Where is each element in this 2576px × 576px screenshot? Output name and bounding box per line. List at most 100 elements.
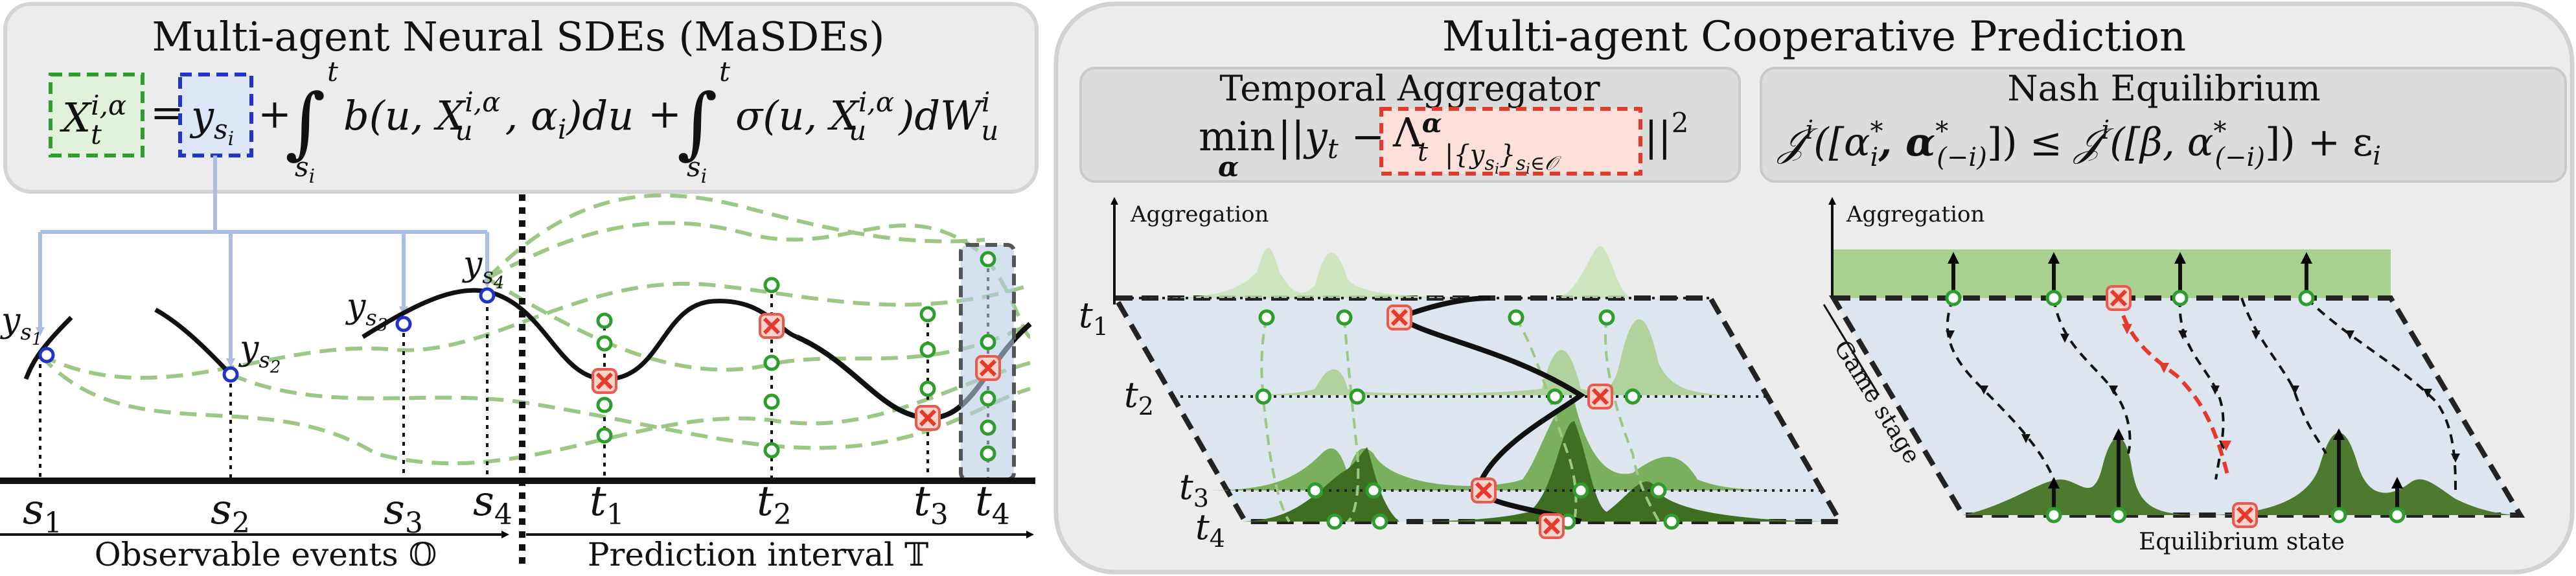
- agg-red-markers: [1386, 305, 1613, 539]
- eq-diffusion: σ(u, X: [735, 92, 860, 139]
- nash-axis-label: Aggregation: [1846, 202, 1984, 227]
- left-panel: Multi-agent Neural SDEs (MaSDEs) Xi,α t …: [0, 2, 1039, 573]
- tick-s2: s2: [211, 486, 250, 540]
- aggregator-title: Temporal Aggregator: [1219, 68, 1600, 109]
- svg-text:||2: ||2: [1644, 107, 1689, 160]
- aggregate-markers: [592, 313, 1001, 431]
- eq-diff-end: )dW: [897, 92, 984, 139]
- tick-s1: s1: [23, 486, 62, 540]
- agg-bar-sub-i: i: [1495, 161, 1499, 178]
- agg-bar-sub-s: s: [1485, 152, 1495, 175]
- agg-square: 2: [1672, 107, 1689, 139]
- eq-int2-lower: s: [687, 151, 701, 183]
- observed-curves: [23, 288, 1032, 421]
- agg-min-sub: α: [1218, 151, 1239, 183]
- deviation-path: [2117, 297, 2231, 480]
- equilibrium-distribution: [1963, 432, 2520, 515]
- eq-int1-upper: t: [327, 56, 338, 87]
- eq-diff-sub: u: [849, 115, 866, 146]
- svg-text:|{ysi}si∈𝒪: |{ysi}si∈𝒪: [1445, 140, 1561, 178]
- nash-up-arrows: [1948, 252, 2403, 515]
- agg-lambda: Λ: [1392, 109, 1423, 156]
- svg-text:si: si: [687, 151, 707, 188]
- nash-box: [1760, 67, 2567, 183]
- dist-t2: [1166, 319, 1749, 395]
- dist-t1: [1127, 246, 1710, 298]
- right-panel: Multi-agent Cooperative Prediction Tempo…: [1053, 1, 2575, 575]
- svg-text:Λα: Λα: [1392, 108, 1442, 156]
- equilibrium-label: Equilibrium state: [2139, 529, 2345, 555]
- prediction-samples: [596, 251, 996, 462]
- eq-drift: b(u, X: [343, 92, 466, 139]
- eq-int2-lower-sub: i: [701, 165, 707, 188]
- agg-min: min: [1199, 113, 1276, 160]
- agg-axis-label: Aggregation: [1130, 202, 1269, 227]
- nash-path-arrows: [1946, 330, 2460, 463]
- eq-x: X: [60, 94, 93, 141]
- eq-int2-upper: t: [719, 56, 730, 87]
- agg-bar-sub-set: s: [1515, 152, 1525, 175]
- agg-t1: t1: [1079, 295, 1109, 341]
- eq-drift-alpha-sub: i: [558, 113, 566, 145]
- agg-bar-sub-set-i: i: [1526, 161, 1530, 178]
- tick-t3: t3: [914, 478, 949, 531]
- aggregator-3d-plot: Aggregation: [1079, 197, 1845, 553]
- tick-s3: s3: [384, 486, 423, 540]
- aggregator-equation: min α ||yt − Λα t |{ysi}si∈𝒪 ||2: [1199, 107, 1689, 183]
- right-title: Multi-agent Cooperative Prediction: [1442, 13, 2186, 61]
- connector-tree: [36, 156, 492, 367]
- agg-bar-sub-set-in: ∈𝒪: [1530, 152, 1561, 175]
- agg-sample-dots: [1255, 309, 1680, 530]
- eq-y-sub: s: [214, 113, 228, 145]
- agg-agent-paths: [1260, 317, 1660, 523]
- agg-time-rows: [1116, 297, 1821, 492]
- svg-text:Xi,α: Xi,α: [60, 89, 126, 141]
- eq-drift-sub: u: [455, 115, 473, 146]
- nash-3d-plot: Aggregation: [1823, 197, 2525, 555]
- eq-int1-lower: s: [295, 151, 309, 183]
- eq-y: y: [189, 92, 214, 139]
- nash-title: Nash Equilibrium: [2007, 68, 2320, 109]
- eq-drift-tail: , α: [505, 92, 558, 139]
- left-header-box: [3, 2, 1039, 194]
- tick-t1: t1: [590, 478, 625, 531]
- agg-lambda-sub: t: [1418, 137, 1429, 167]
- point-label-2: ys2: [238, 329, 281, 377]
- tick-s4: s4: [473, 478, 512, 531]
- svg-text:ysi: ysi: [189, 92, 234, 150]
- x-term-box: [49, 73, 144, 157]
- agg-bar-sub-tail: }: [1499, 140, 1515, 170]
- point-label-1: ys1: [0, 301, 42, 349]
- nash-red-markers: [2106, 285, 2258, 528]
- eq-x-sup: i,α: [91, 89, 126, 121]
- nash-equation: 𝒥i([α*i, α*(−i)]) ≤ 𝒥i([β, α*(−i)]) + εi: [1777, 115, 2381, 172]
- agg-t4: t4: [1195, 507, 1225, 553]
- left-title: Multi-agent Neural SDEs (MaSDEs): [152, 13, 885, 60]
- eq-y-subsub: i: [228, 128, 235, 150]
- agg-lambda-sup: α: [1422, 108, 1442, 139]
- nash-nodes: [1945, 290, 2406, 524]
- eq-int1: ∫: [285, 78, 326, 168]
- point-label-3: ys3: [345, 287, 387, 335]
- green-trajectories: [38, 193, 1031, 466]
- eq-diff-sup: i,α: [858, 86, 894, 118]
- eq-plus1: +: [258, 90, 292, 137]
- svg-text:||yt −: ||yt −: [1278, 113, 1385, 165]
- game-stage-axis: [1823, 304, 1880, 396]
- eq-x-sub: t: [91, 119, 102, 150]
- agg-aggregate-path: [1397, 295, 1586, 524]
- eq-drift-end: )du: [565, 92, 634, 139]
- agg-t2: t2: [1124, 374, 1154, 420]
- lambda-box: [1379, 107, 1642, 176]
- eq-plus2: +: [648, 90, 682, 137]
- agg-norm-sub: t: [1328, 133, 1339, 165]
- svg-text:b(u, Xi,αu, αi)du: b(u, Xi,αu, αi)du: [343, 86, 634, 146]
- agg-norm-right: ||: [1644, 113, 1672, 160]
- eq-w-sub: u: [981, 115, 998, 146]
- prediction-label: Prediction interval 𝕋: [588, 536, 928, 573]
- tick-t4: t4: [975, 478, 1010, 531]
- observable-label: Observable events 𝕆: [95, 536, 437, 573]
- agg-minus: −: [1339, 113, 1385, 160]
